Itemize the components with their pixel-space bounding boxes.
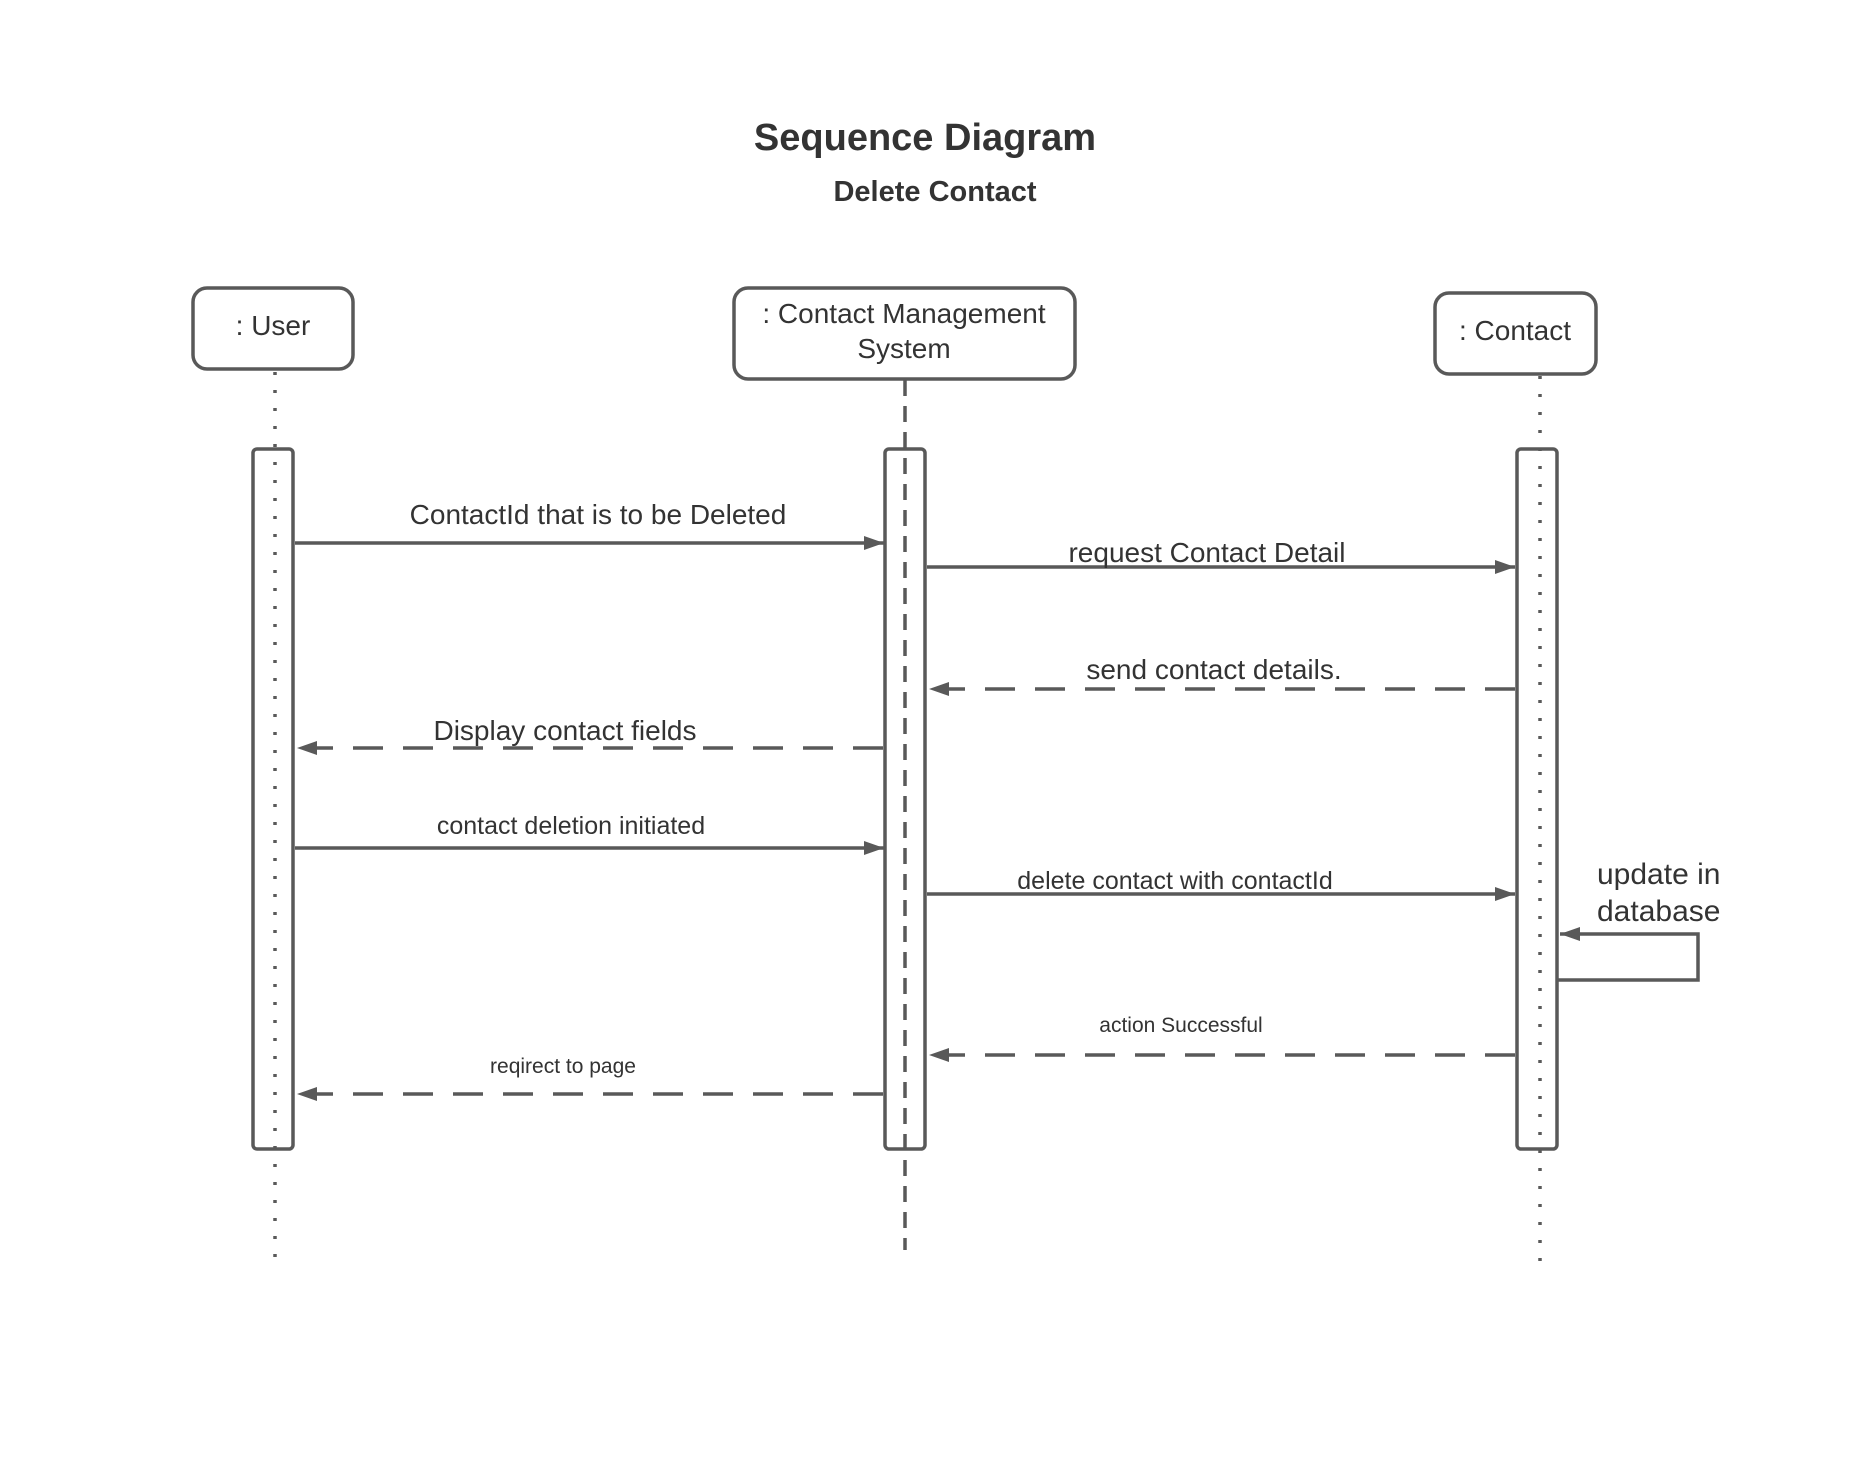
message-contact-deletion-initiated: contact deletion initiated — [295, 812, 884, 855]
user-activation-bar — [251, 447, 295, 1151]
participant-user[interactable]: : User — [191, 286, 355, 371]
message-label: delete contact with contactId — [1017, 867, 1332, 895]
message-action-successful: action Successful — [929, 1014, 1515, 1062]
participant-user-box — [191, 286, 355, 371]
message-update-in-database: update in database — [1558, 858, 1720, 982]
self-message-arrow — [1558, 927, 1700, 982]
diagram-subtitle: Delete Contact — [833, 176, 1036, 208]
participant-cms-label-line1: : Contact Management — [762, 298, 1045, 329]
participant-contact[interactable]: : Contact — [1433, 291, 1598, 376]
message-label: reqirect to page — [490, 1055, 636, 1078]
participant-contact-management-system[interactable]: : Contact Management System — [732, 286, 1077, 381]
participant-cms-label-line2: System — [857, 333, 950, 364]
self-message-label-line2: database — [1597, 895, 1720, 928]
participant-contact-box — [1433, 291, 1598, 376]
message-label: request Contact Detail — [1068, 537, 1345, 568]
message-label: contact deletion initiated — [437, 812, 705, 840]
participant-contact-label: : Contact — [1459, 315, 1571, 346]
message-label: Display contact fields — [433, 715, 696, 746]
message-display-contact-fields: Display contact fields — [297, 715, 883, 755]
diagram-title: Sequence Diagram — [754, 117, 1096, 159]
message-label: ContactId that is to be Deleted — [410, 499, 787, 530]
message-send-contact-details: send contact details. — [929, 654, 1515, 696]
participant-user-label: : User — [236, 310, 311, 341]
cms-activation-bar — [883, 447, 927, 1151]
message-label: action Successful — [1099, 1014, 1262, 1037]
message-contactid-to-delete: ContactId that is to be Deleted — [295, 499, 884, 550]
message-label: send contact details. — [1086, 654, 1341, 685]
message-redirect-to-page: reqirect to page — [297, 1055, 883, 1101]
contact-activation-bar — [1515, 447, 1559, 1151]
self-message-label-line1: update in — [1597, 858, 1720, 891]
participant-cms-box — [732, 286, 1077, 381]
message-request-contact-detail: request Contact Detail — [927, 537, 1515, 574]
message-delete-contact-with-contactid: delete contact with contactId — [927, 867, 1515, 901]
